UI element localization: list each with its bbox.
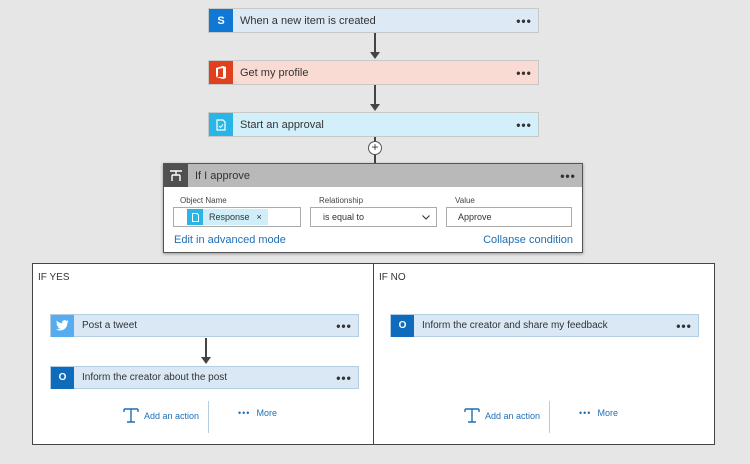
more-button[interactable]: ••• More (579, 408, 618, 418)
more-label: More (256, 408, 277, 418)
chevron-down-icon (422, 214, 430, 220)
object-name-field[interactable]: Response × (173, 207, 301, 227)
more-button[interactable]: ••• More (238, 408, 277, 418)
more-icon: ••• (238, 408, 251, 418)
step-label: When a new item is created (240, 14, 376, 27)
twitter-icon (51, 314, 74, 337)
token-label: Response (209, 212, 250, 222)
step-menu-button[interactable]: ••• (336, 318, 352, 333)
value-text: Approve (458, 212, 492, 222)
outlook-icon: O (391, 314, 414, 337)
add-action-icon (464, 408, 480, 423)
add-action-button[interactable]: Add an action (464, 408, 540, 424)
condition-menu-button[interactable]: ••• (560, 168, 576, 183)
action-step-inform-creator-feedback[interactable]: O Inform the creator and share my feedba… (390, 314, 699, 337)
if-no-branch: IF NO O Inform the creator and share my … (373, 263, 715, 445)
add-action-label: Add an action (144, 411, 200, 421)
step-label: Inform the creator about the post (82, 372, 228, 383)
action-step-start-approval[interactable]: Start an approval ••• (208, 112, 539, 137)
step-label: Start an approval (240, 118, 324, 131)
flow-arrow (374, 85, 376, 105)
step-menu-button[interactable]: ••• (336, 370, 352, 385)
step-menu-button[interactable]: ••• (516, 117, 532, 132)
action-step-inform-creator-post[interactable]: O Inform the creator about the post ••• (50, 366, 359, 389)
if-yes-title: IF YES (38, 272, 70, 283)
more-icon: ••• (579, 408, 592, 418)
relationship-select[interactable]: is equal to (310, 207, 437, 227)
trigger-step-new-item[interactable]: S When a new item is created ••• (208, 8, 539, 33)
action-divider (208, 401, 209, 433)
action-divider (549, 401, 550, 433)
add-action-button[interactable]: Add an action (123, 408, 199, 424)
flow-arrowhead (201, 357, 211, 364)
add-action-label: Add an action (485, 411, 541, 421)
outlook-icon: O (51, 366, 74, 389)
approval-icon (209, 113, 233, 136)
if-no-title: IF NO (379, 272, 406, 283)
condition-icon (164, 164, 188, 187)
edit-advanced-mode-link[interactable]: Edit in advanced mode (174, 234, 286, 246)
action-step-post-tweet[interactable]: Post a tweet ••• (50, 314, 359, 337)
flow-arrow (205, 338, 207, 358)
object-name-label: Object Name (180, 196, 227, 205)
remove-token-icon[interactable]: × (256, 212, 262, 222)
flow-arrowhead (370, 104, 380, 111)
relationship-label: Relationship (319, 196, 364, 205)
flow-arrow (374, 33, 376, 53)
approval-icon (187, 209, 203, 225)
value-label: Value (455, 196, 475, 205)
condition-card: If I approve ••• Object Name Relationshi… (163, 163, 583, 253)
collapse-condition-link[interactable]: Collapse condition (483, 234, 573, 246)
sharepoint-icon: S (209, 9, 233, 32)
office-icon (209, 61, 233, 84)
relationship-value: is equal to (323, 212, 365, 222)
step-label: Inform the creator and share my feedback (422, 320, 608, 331)
response-token[interactable]: Response × (187, 209, 268, 225)
action-step-get-profile[interactable]: Get my profile ••• (208, 60, 539, 85)
more-label: More (597, 408, 618, 418)
step-label: Post a tweet (82, 320, 138, 331)
add-action-icon (123, 408, 139, 423)
insert-step-button[interactable]: + (368, 141, 382, 155)
step-menu-button[interactable]: ••• (516, 65, 532, 80)
condition-header[interactable]: If I approve ••• (164, 164, 582, 187)
value-input[interactable]: Approve (446, 207, 572, 227)
step-menu-button[interactable]: ••• (516, 13, 532, 28)
flow-arrowhead (370, 52, 380, 59)
step-menu-button[interactable]: ••• (676, 318, 692, 333)
step-label: Get my profile (240, 66, 309, 79)
condition-title: If I approve (195, 169, 251, 182)
if-yes-branch: IF YES Post a tweet ••• O Inform the cre… (32, 263, 374, 445)
